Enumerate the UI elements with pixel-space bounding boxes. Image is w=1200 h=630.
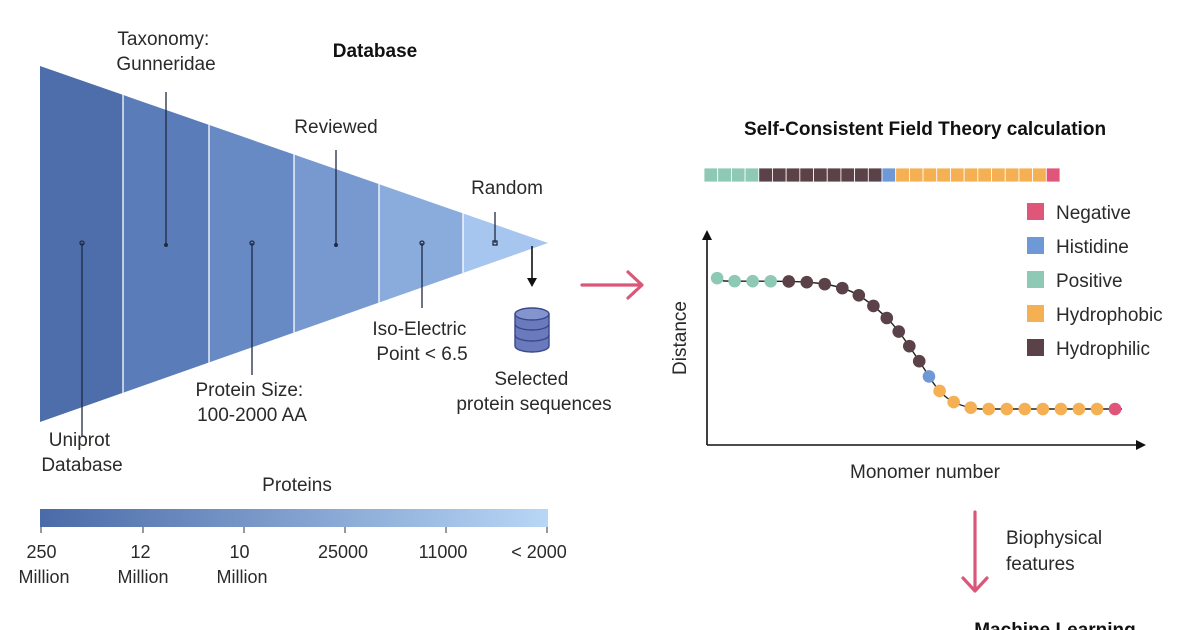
sequence-cell-histidine [881,167,897,183]
monomer-dot-hydrophilic [903,339,916,353]
y-axis-label: Distance [670,301,691,375]
sequence-cell-positive [717,167,732,183]
legend-label-positive: Positive [1056,271,1123,292]
scft-title: Self-Consistent Field Theory calculation [744,119,1106,140]
selection-arrow [527,246,537,287]
sequence-cell-hydrophilic [826,167,842,183]
monomer-dot-hydrophilic [912,354,926,368]
label-random: Random [471,178,543,199]
monomer-dot-positive [764,274,778,288]
label-iso-electric: Iso-Electric Point < 6.5 [372,319,471,365]
monomer-dot-hydrophobic [1018,402,1032,416]
sequence-cell-hydrophilic [799,167,814,183]
legend-label-negative: Negative [1056,203,1131,224]
monomer-dot-hydrophobic [964,401,978,415]
sequence-cell-hydrophilic [813,167,828,183]
legend-label-hydrophobic: Hydrophobic [1056,305,1163,326]
sequence-cell-hydrophobic [1018,167,1034,183]
legend-swatch-hydrophilic [1027,339,1044,356]
monomer-dot-positive [746,274,759,288]
sequence-cell-hydrophilic [758,167,773,183]
legend-swatch-histidine [1027,237,1044,254]
monomer-chain [710,271,1122,416]
monomer-dot-hydrophobic [1090,402,1104,416]
monomer-dot-hydrophilic [867,299,880,313]
monomer-dot-hydrophilic [892,325,906,338]
proteins-tick: < 2000 [511,542,567,562]
flow-arrow-down [961,510,989,593]
label-selected-sequences: Selected protein sequences [456,369,611,415]
sequence-cell-hydrophobic [1004,167,1020,183]
label-uniprot: Uniprot Database [41,430,122,476]
x-axis-label: Monomer number [850,462,1001,483]
monomer-dot-hydrophobic [982,402,996,416]
monomer-dot-hydrophobic [1054,402,1068,416]
proteins-tick: 25000 [318,542,368,562]
sequence-cell-positive [703,167,719,183]
monomer-dot-hydrophobic [1000,402,1014,416]
proteins-tick: 10 Million [216,542,267,587]
sequence-cell-negative [1045,167,1061,183]
legend-label-hydrophilic: Hydrophilic [1056,339,1150,360]
sequence-cell-hydrophilic [840,167,856,183]
monomer-dot-hydrophobic [933,384,946,398]
monomer-dot-hydrophobic [1036,402,1050,416]
monomer-legend: NegativeHistidinePositiveHydrophobicHydr… [1027,203,1163,360]
proteins-gradient-bar [40,509,548,527]
sequence-cell-hydrophilic [854,167,869,183]
sequence-cell-hydrophobic [895,167,910,183]
sequence-cell-hydrophobic [908,167,924,183]
machine-learning-title: Machine Learning [974,620,1136,630]
legend-swatch-positive [1027,271,1044,288]
monomer-dot-hydrophobic [947,395,960,409]
sequence-cell-hydrophobic [991,167,1006,183]
label-reviewed: Reviewed [294,117,377,138]
scft-axes [702,230,1146,450]
label-protein-size: Protein Size: 100-2000 AA [195,380,308,426]
sequence-cell-hydrophilic [772,167,787,183]
sequence-cell-hydrophobic [936,167,951,183]
legend-swatch-negative [1027,203,1044,220]
proteins-tick: 11000 [419,542,468,562]
monomer-dot-hydrophilic [800,275,814,289]
monomer-dot-hydrophilic [835,281,849,295]
sequence-cell-positive [744,167,760,183]
database-icon [514,307,550,353]
label-taxonomy: Taxonomy: Gunneridae [116,29,215,75]
proteins-bar-title: Proteins [262,475,332,496]
sequence-cell-hydrophobic [963,167,979,183]
sequence-strip [703,167,1061,183]
monomer-dot-hydrophilic [818,277,832,291]
proteins-tick: 250 Million [18,542,69,587]
database-title: Database [333,41,418,62]
monomer-dot-hydrophobic [1072,402,1086,416]
proteins-tick: 12 Million [117,542,168,587]
monomer-dot-histidine [922,370,936,383]
monomer-dot-hydrophilic [782,275,796,288]
monomer-dot-hydrophilic [880,311,894,325]
flow-arrow-right [580,270,644,300]
legend-swatch-hydrophobic [1027,305,1044,322]
sequence-cell-hydrophobic [1032,167,1047,183]
sequence-cell-hydrophobic [922,167,938,183]
sequence-cell-hydrophobic [950,167,965,183]
monomer-dot-positive [728,274,741,288]
sequence-cell-hydrophobic [977,167,992,183]
monomer-dot-negative [1108,402,1122,416]
biophysical-features-label: Biophysical features [1006,528,1107,575]
legend-label-histidine: Histidine [1056,237,1129,258]
monomer-dot-hydrophilic [852,289,866,302]
sequence-cell-positive [730,167,746,183]
sequence-cell-hydrophilic [867,167,883,183]
sequence-cell-hydrophilic [785,167,801,183]
monomer-dot-positive [710,271,724,285]
